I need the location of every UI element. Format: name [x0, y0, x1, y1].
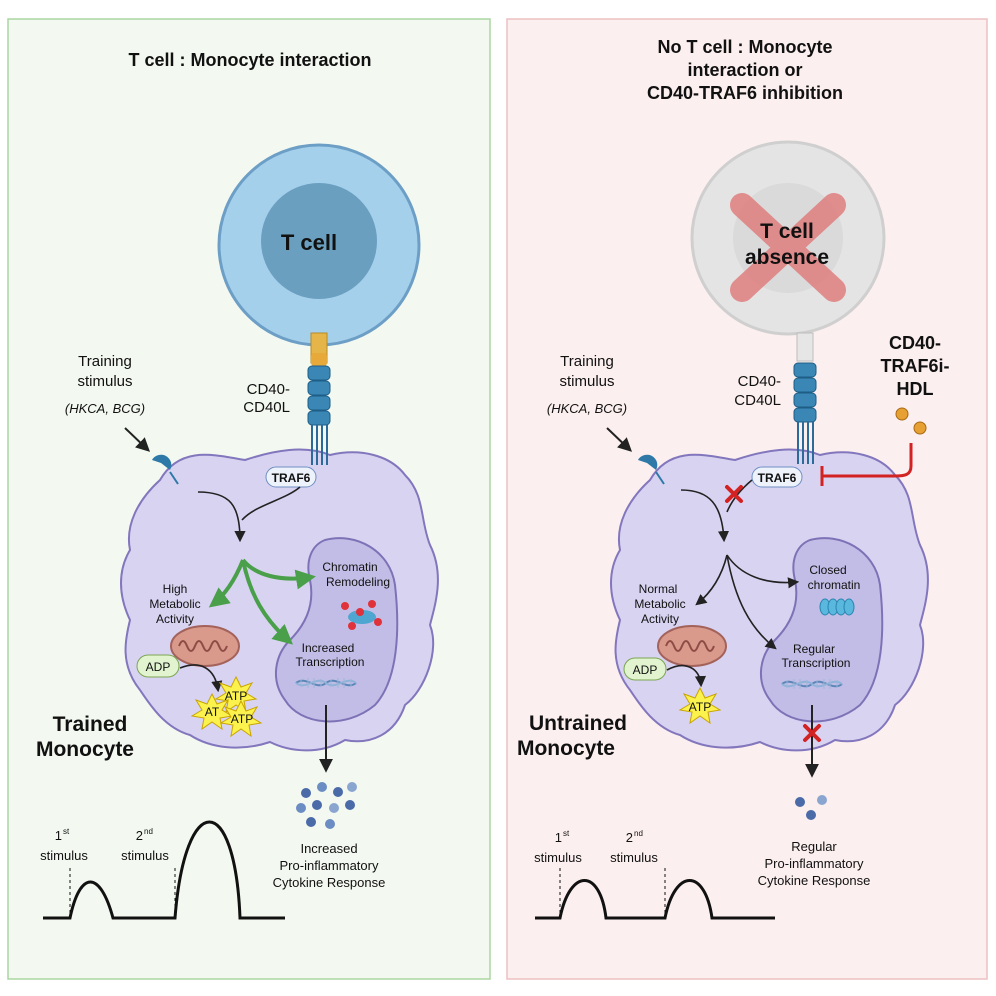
- absent-label-2: absence: [745, 246, 829, 269]
- cd40-receptor-right: [793, 332, 817, 464]
- inhibitor-3: HDL: [897, 379, 934, 399]
- stim1-suffix: st: [63, 827, 70, 836]
- atp-label-3: ATP: [231, 712, 253, 726]
- stimulus-arrow-right: [606, 427, 633, 452]
- traf6-arrow: [241, 486, 301, 521]
- left-panel: T cell : Monocyte interaction T cell CD4…: [7, 18, 491, 980]
- regular-response-1: Regular: [791, 839, 837, 854]
- right-stim1-label: stimulus: [534, 850, 582, 865]
- regular-transcription-2: Transcription: [782, 656, 851, 670]
- metabolic-right-3: Activity: [641, 612, 679, 626]
- cytokine-particles: [296, 782, 357, 829]
- transcription-2: Transcription: [296, 655, 365, 669]
- absence-x-icon: [730, 193, 846, 302]
- training-examples: (HKCA, BCG): [65, 401, 145, 416]
- right-stim1-suffix: st: [563, 829, 570, 838]
- inhibition-line: [822, 443, 913, 478]
- metabolic-1: High: [163, 582, 188, 596]
- stim2-label: stimulus: [121, 848, 169, 863]
- absent-t-cell: [690, 140, 886, 336]
- traf6-label: TRAF6: [272, 471, 311, 485]
- right-title-3: CD40-TRAF6 inhibition: [647, 83, 843, 103]
- chromatin-icon: [341, 600, 382, 630]
- transcription-1: Increased: [302, 641, 355, 655]
- metabolic-2: Metabolic: [149, 597, 200, 611]
- atp-right-label: ATP: [689, 700, 711, 714]
- receptor-label-2: CD40L: [243, 399, 290, 416]
- regular-response-2: Pro-inflammatory: [765, 856, 864, 871]
- pattern-receptor-right: [638, 454, 665, 485]
- traf6-badge: [265, 466, 317, 488]
- adp-label: ADP: [146, 660, 171, 674]
- green-arrows: [208, 558, 316, 645]
- regular-transcription-1: Regular: [793, 642, 835, 656]
- adp-arrow: [179, 664, 223, 693]
- right-stim2-label: stimulus: [610, 850, 658, 865]
- hdl-particle-1: [895, 407, 909, 421]
- hdl-particle-2: [913, 421, 927, 435]
- atp-label-2: AT: [205, 705, 220, 719]
- stim1-label: stimulus: [40, 848, 88, 863]
- chromatin-1: Chromatin: [322, 560, 377, 574]
- cytokine-particles-right: [795, 795, 827, 820]
- stim2-number: 2: [136, 828, 143, 843]
- right-stim2-number: 2: [626, 830, 633, 845]
- closed-chromatin-1: Closed: [809, 563, 846, 577]
- inhibitor-1: CD40-: [889, 333, 941, 353]
- adp-badge-right: [623, 657, 667, 681]
- adp-right-label: ADP: [633, 663, 658, 677]
- signal-arrow: [197, 491, 246, 543]
- left-panel-title: T cell : Monocyte interaction: [128, 50, 371, 70]
- response-1: Increased: [300, 841, 357, 856]
- right-stim1-number: 1: [555, 830, 562, 845]
- t-cell: T cell: [217, 143, 421, 347]
- stim1-number: 1: [55, 828, 62, 843]
- adp-arrow-right: [666, 664, 707, 688]
- pattern-receptor: [152, 454, 179, 485]
- training-examples-right: (HKCA, BCG): [547, 401, 627, 416]
- right-panel: No T cell : Monocyte interaction or CD40…: [506, 18, 988, 980]
- stimulus-arrow: [124, 427, 151, 452]
- inhibitor-2: TRAF6i-: [881, 356, 950, 376]
- closed-chromatin-2: chromatin: [808, 578, 861, 592]
- cd40-cd40l-receptor: [307, 332, 331, 465]
- signal-branches-right: [695, 554, 800, 650]
- t-cell-label: T cell: [281, 230, 337, 255]
- closed-chromatin-icon: [819, 598, 855, 616]
- response-curve: [43, 820, 285, 920]
- receptor-right-2: CD40L: [734, 392, 781, 409]
- receptor-right-1: CD40-: [738, 373, 781, 390]
- cell-state-2: Monocyte: [36, 738, 134, 761]
- right-stim2-suffix: nd: [634, 829, 643, 838]
- receptor-label-1: CD40-: [247, 381, 290, 398]
- stim2-suffix: nd: [144, 827, 153, 836]
- cell-state-1: Trained: [53, 713, 128, 736]
- training-right-1: Training: [560, 353, 614, 370]
- mitochondrion-icon: [170, 625, 240, 667]
- signal-arrow-right: [680, 489, 730, 543]
- response-3: Cytokine Response: [273, 875, 386, 890]
- right-title-2: interaction or: [687, 60, 802, 80]
- metabolic-right-2: Metabolic: [634, 597, 685, 611]
- untrained-label-2: Monocyte: [517, 737, 615, 760]
- absent-label-1: T cell: [760, 220, 814, 243]
- traf6-right-label: TRAF6: [758, 471, 797, 485]
- training-right-2: stimulus: [559, 373, 614, 390]
- metabolic-3: Activity: [156, 612, 194, 626]
- regular-response-3: Cytokine Response: [758, 873, 871, 888]
- traf6-badge-right: [751, 466, 803, 488]
- mitochondrion-right-icon: [657, 625, 727, 667]
- response-2: Pro-inflammatory: [280, 858, 379, 873]
- adp-badge: [136, 654, 180, 678]
- right-title-1: No T cell : Monocyte: [657, 37, 832, 57]
- metabolic-right-1: Normal: [639, 582, 678, 596]
- training-label-2: stimulus: [77, 373, 132, 390]
- atp-label-1: ATP: [225, 689, 247, 703]
- training-label-1: Training: [78, 353, 132, 370]
- untrained-label-1: Untrained: [529, 712, 627, 735]
- chromatin-2: Remodeling: [326, 575, 390, 589]
- response-curve-right: [535, 868, 775, 920]
